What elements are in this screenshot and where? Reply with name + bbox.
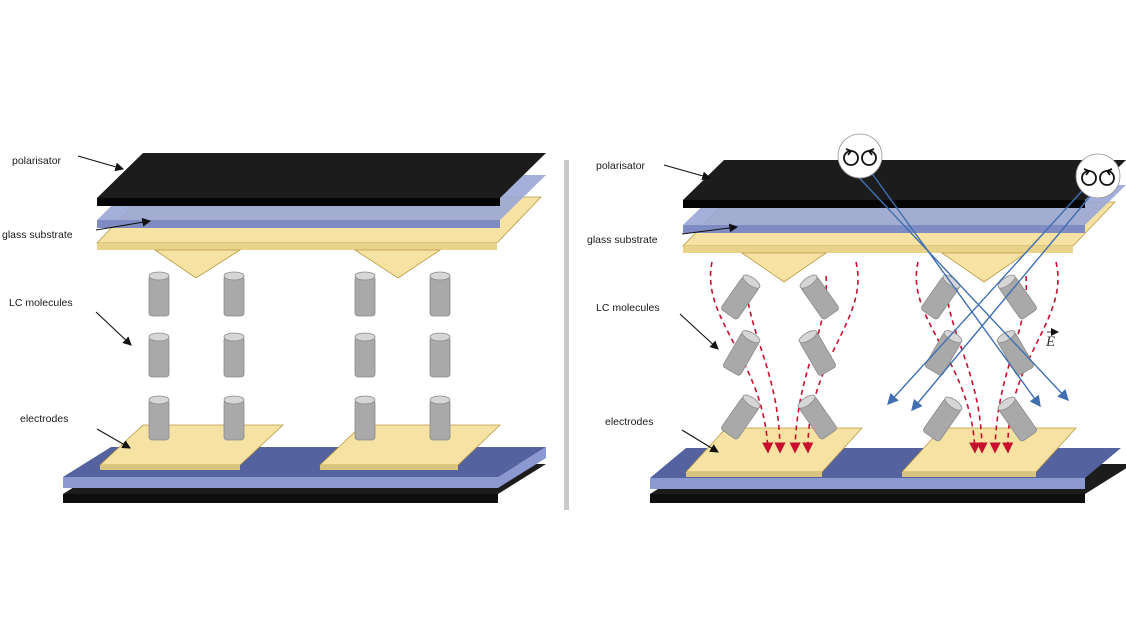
- lc-molecule: [354, 271, 376, 317]
- bottom-glass-side: [498, 447, 546, 488]
- top-polarizer: [97, 153, 546, 198]
- top-electrode-layer-front: [683, 246, 1073, 253]
- arrow-glass-substrate: [681, 223, 739, 235]
- bottom-glass-front: [650, 478, 1085, 489]
- lc-molecule: [354, 332, 376, 378]
- lc-molecule: [148, 395, 170, 441]
- lc-molecule: [223, 332, 245, 378]
- field-line: [709, 261, 774, 454]
- polarization-badge-left: [837, 133, 883, 179]
- arrow-electrodes: [681, 429, 719, 453]
- lc-molecule: [797, 394, 837, 440]
- bottom-glass-front: [63, 477, 498, 488]
- lc-molecule: [148, 271, 170, 317]
- lc-molecule: [429, 395, 451, 441]
- top-electrode-layer-front: [97, 243, 497, 250]
- right-panel: E polarisator glass substrate LC molecul…: [587, 133, 1126, 503]
- light-ray: [867, 167, 1041, 408]
- top-electrode-tip-2: [353, 249, 442, 279]
- lc-molecule: [721, 274, 761, 320]
- top-glass-front: [683, 225, 1085, 233]
- lc-molecule: [996, 330, 1034, 376]
- top-polarizer-front: [97, 198, 500, 206]
- top-glass-front: [97, 220, 500, 228]
- light-ray: [911, 181, 1103, 412]
- left-panel: polarisator glass substrate LC molecules…: [2, 153, 546, 503]
- lc-molecule: [721, 394, 761, 440]
- counter-rotating-circles-icon: [1081, 168, 1115, 186]
- lc-molecule: [223, 395, 245, 441]
- top-electrode-tip-2: [940, 252, 1028, 283]
- lc-molecule: [354, 395, 376, 441]
- lc-molecule: [223, 271, 245, 317]
- field-line: [745, 275, 786, 454]
- field-line: [915, 261, 981, 454]
- label-electrodes: electrodes: [20, 413, 68, 425]
- lc-molecule: [799, 274, 839, 320]
- light-rays: [849, 167, 1103, 412]
- bottom-polarizer-front: [650, 494, 1085, 503]
- lc-molecule: [997, 274, 1037, 320]
- arrow-lc-molecules: [679, 313, 719, 350]
- label-polarisator: polarisator: [596, 160, 646, 172]
- lc-molecule: [429, 271, 451, 317]
- light-ray: [887, 179, 1093, 406]
- left-lc-molecules: [148, 271, 451, 441]
- lc-molecule: [798, 330, 836, 376]
- panel-divider: [564, 160, 569, 510]
- top-polarizer: [683, 160, 1126, 200]
- label-glass-substrate: glass substrate: [587, 234, 658, 246]
- label-lc-molecules: LC molecules: [596, 302, 660, 314]
- light-ray: [849, 167, 1069, 402]
- arrow-lc-molecules: [95, 311, 132, 346]
- label-polarisator: polarisator: [12, 155, 62, 167]
- lc-molecule: [923, 396, 963, 442]
- field-label-e: E: [1045, 334, 1055, 350]
- bottom-polarizer-front: [63, 494, 498, 503]
- left-electrode-2-edge: [320, 465, 458, 470]
- arrow-electrodes: [96, 428, 131, 449]
- lc-molecule: [429, 332, 451, 378]
- arrow-polarisator: [77, 155, 125, 172]
- lc-molecule: [723, 330, 761, 376]
- top-electrode-tip-1: [740, 252, 828, 283]
- arrow-polarisator: [663, 164, 712, 181]
- right-electrode-2-edge: [902, 472, 1036, 477]
- polarization-badge-right: [1075, 153, 1121, 199]
- label-lc-molecules: LC molecules: [9, 297, 73, 309]
- lc-molecule: [148, 332, 170, 378]
- top-electrode-tip-1: [153, 249, 242, 279]
- right-electrode-1-edge: [686, 472, 822, 477]
- label-glass-substrate: glass substrate: [2, 229, 73, 241]
- lc-molecule: [997, 396, 1037, 442]
- left-electrode-1-edge: [100, 465, 240, 470]
- right-lc-molecules: [721, 274, 1037, 442]
- arrow-glass-substrate: [95, 217, 152, 231]
- counter-rotating-circles-icon: [843, 148, 877, 166]
- lc-molecule: [925, 330, 963, 376]
- label-electrodes: electrodes: [605, 416, 653, 428]
